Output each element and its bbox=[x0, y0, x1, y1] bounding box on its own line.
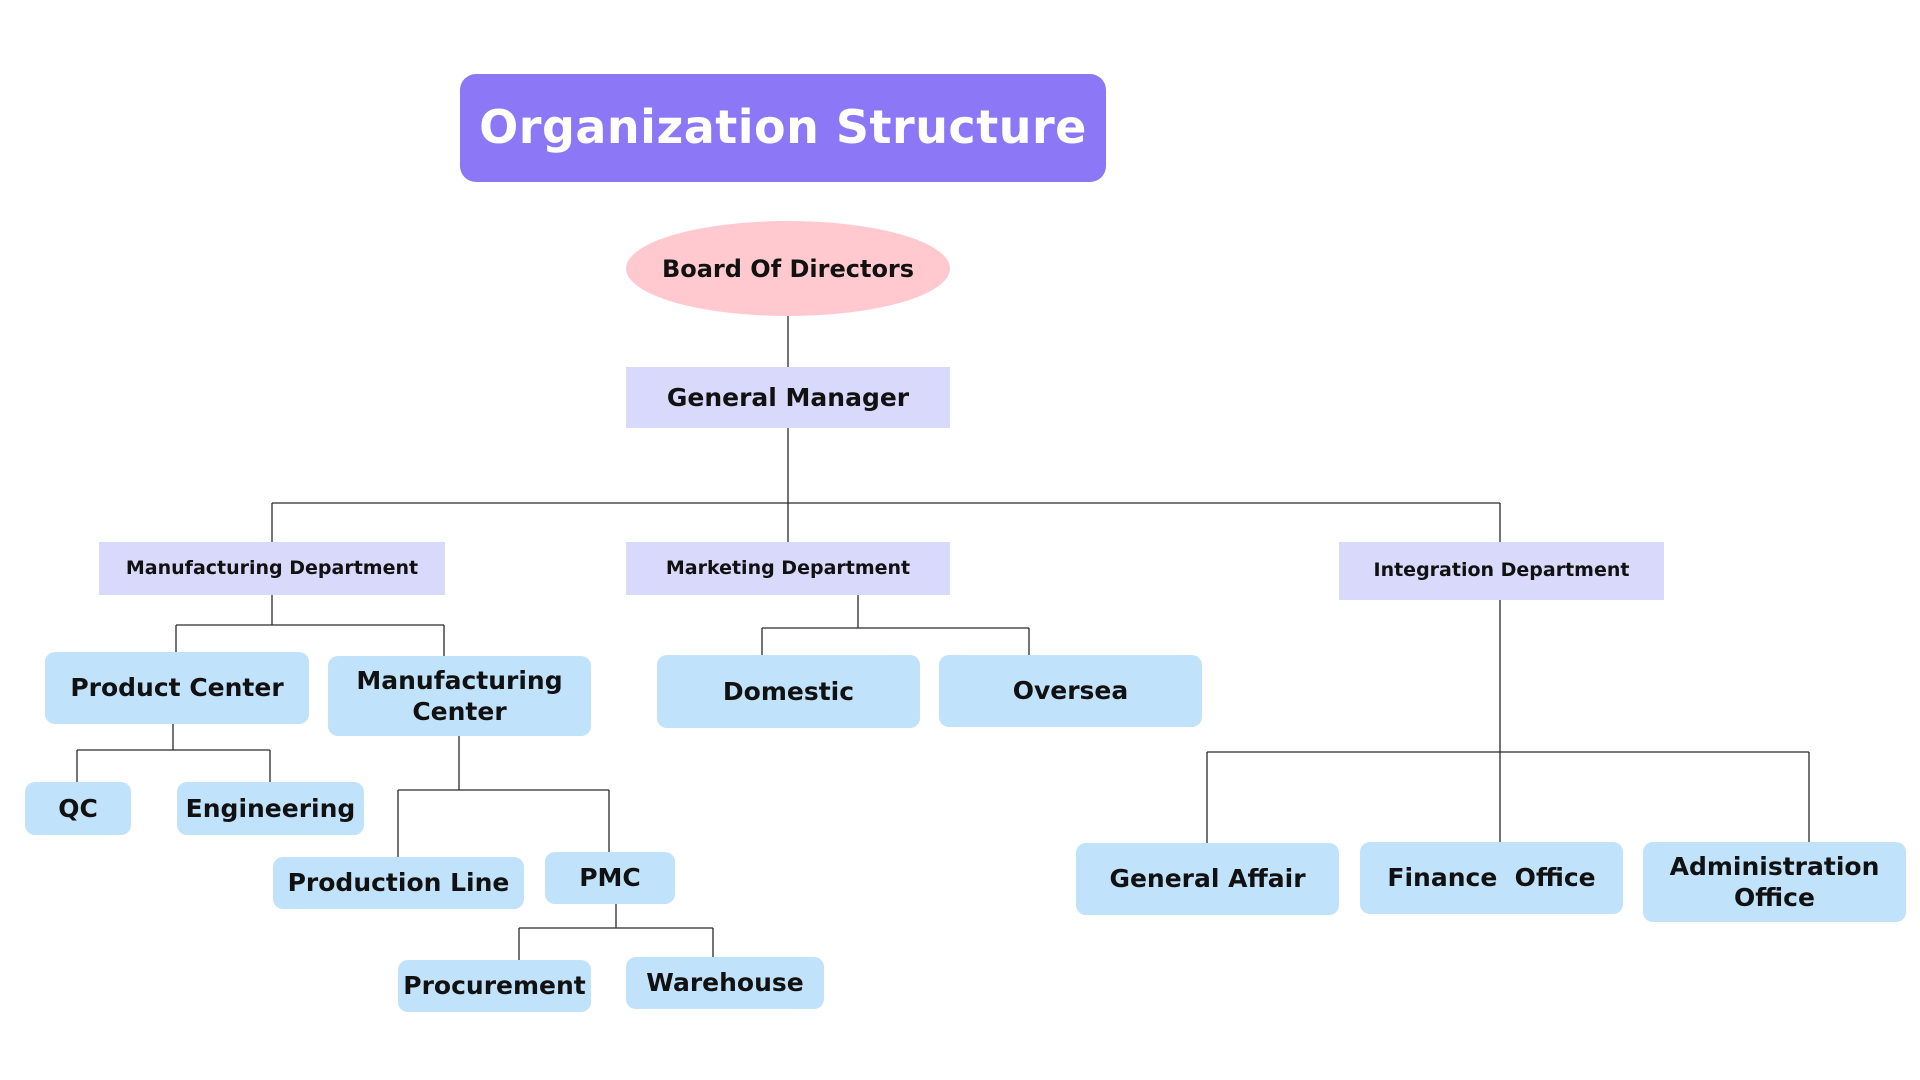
node-manufacturing-department: Manufacturing Department bbox=[99, 542, 445, 595]
node-board-of-directors: Board Of Directors bbox=[626, 221, 950, 316]
node-procurement: Procurement bbox=[398, 960, 591, 1012]
node-qc: QC bbox=[25, 782, 131, 835]
node-manufacturing-center: Manufacturing Center bbox=[328, 656, 591, 736]
node-pmc: PMC bbox=[545, 852, 675, 904]
node-warehouse: Warehouse bbox=[626, 957, 824, 1009]
node-integration-department: Integration Department bbox=[1339, 542, 1664, 600]
node-administration-office: Administration Office bbox=[1643, 842, 1906, 922]
node-engineering: Engineering bbox=[177, 782, 364, 835]
node-marketing-department: Marketing Department bbox=[626, 542, 950, 595]
node-general-affair: General Affair bbox=[1076, 843, 1339, 915]
node-oversea: Oversea bbox=[939, 655, 1202, 727]
chart-title: Organization Structure bbox=[460, 74, 1106, 182]
node-general-manager: General Manager bbox=[626, 367, 950, 428]
node-finance-office: Finance Office bbox=[1360, 842, 1623, 914]
node-domestic: Domestic bbox=[657, 655, 920, 728]
node-product-center: Product Center bbox=[45, 652, 309, 724]
node-production-line: Production Line bbox=[273, 857, 524, 909]
